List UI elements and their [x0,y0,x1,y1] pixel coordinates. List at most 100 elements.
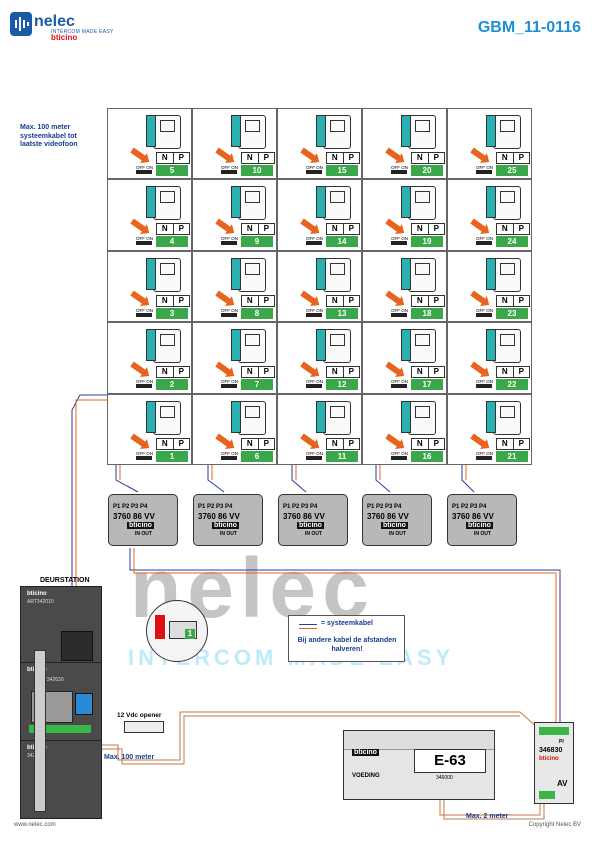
off-on-label: OFF ON [221,379,238,385]
av-module: PI 346830 bticino AV [534,722,574,804]
p-label: P [257,367,275,378]
terminal-block [316,186,326,219]
off-on-label: OFF ON [476,379,493,385]
switch-bar [476,170,492,174]
arrow-icon [470,433,487,448]
n-label: N [501,153,508,162]
videophone [323,115,351,149]
screen [330,262,345,275]
off-on-label: OFF ON [391,307,408,313]
n-label: N [331,295,338,305]
arrow-icon [300,218,317,234]
distributor-io: IN OUT [474,531,491,537]
document-id: GBM_11-0116 [477,19,581,36]
door-station-title: DEURSTATION [40,577,90,584]
distributor-brand: bticino [466,522,493,529]
off-on-switch: OFF ON [391,379,431,389]
arrow-icon [130,433,147,448]
arrow-icon [385,290,402,305]
arrow-icon [130,361,147,376]
terminal-block [316,329,326,362]
off-on-label: OFF ON [476,236,493,242]
n-label: N [416,295,423,305]
footer-website[interactable]: www.nelec.com [14,822,56,828]
off-on-switch: OFF ON [221,236,261,246]
address-number: 13 [326,307,358,319]
address-number: 25 [496,165,528,176]
terminal-block [486,329,496,362]
off-on-switch: OFF ON [476,308,516,318]
av-bottom-connector [539,791,555,799]
distributor-io: IN OUT [135,531,152,537]
n-label: N [161,295,168,305]
address-number: 18 [411,307,443,319]
videophone [408,186,436,221]
door-opener [124,721,164,733]
arrow-icon [300,147,317,162]
switch-bar [221,241,237,246]
videophone [238,186,266,221]
videophone [493,115,521,149]
screen [160,120,175,132]
footer-copyright: Copyright Nelec BV [528,822,581,828]
distributor-io: IN OUT [220,531,237,537]
off-on-label: OFF ON [476,450,493,456]
videophone [323,400,351,435]
terminal-block [401,186,411,219]
brand-tagline: INTERCOM MADE EASY [51,29,114,35]
p-label: P [257,153,275,163]
videophone [323,186,351,221]
off-on-switch: OFF ON [221,308,261,318]
distributor-pins: P1 P2 P3 P4 [367,504,402,510]
off-on-switch: OFF ON [221,379,261,389]
terminal-block [231,115,241,147]
dipswitch-red [155,615,165,639]
door-station-audio-module: bticino ART342630 [20,662,102,742]
off-on-label: OFF ON [391,165,408,170]
distributor-model: 3760 86 VV [367,512,409,521]
videophone [238,115,266,149]
videophone [238,329,266,364]
videophone [238,257,266,292]
switch-bar [306,384,322,389]
videophone [153,400,181,435]
switch-bar [306,312,322,317]
n-label: N [416,224,423,234]
p-label: P [257,295,275,306]
address-number: 22 [496,379,528,391]
off-on-switch: OFF ON [476,165,516,175]
terminal-block [146,186,156,219]
dipswitch-magnifier: 1 [146,600,208,662]
n-label: N [416,438,423,448]
bticino-logo: bticino [51,33,78,42]
distributor-pins: P1 P2 P3 P4 [283,504,318,510]
off-on-label: OFF ON [136,307,153,313]
off-on-label: OFF ON [306,450,323,456]
distributor-pins: P1 P2 P3 P4 [452,504,487,510]
off-on-switch: OFF ON [306,165,346,175]
arrow-icon [130,147,147,162]
p-label: P [172,224,190,235]
off-on-switch: OFF ON [136,308,176,318]
av-label: AV [557,779,568,788]
screen [415,262,430,275]
off-on-switch: OFF ON [306,451,346,461]
screen [500,191,515,204]
address-number: 14 [326,236,358,248]
switch-bar [476,312,492,317]
blue-terminal [75,693,93,715]
door-station-camera-module: bticino ART342010 [20,586,102,664]
videophone [238,400,266,435]
